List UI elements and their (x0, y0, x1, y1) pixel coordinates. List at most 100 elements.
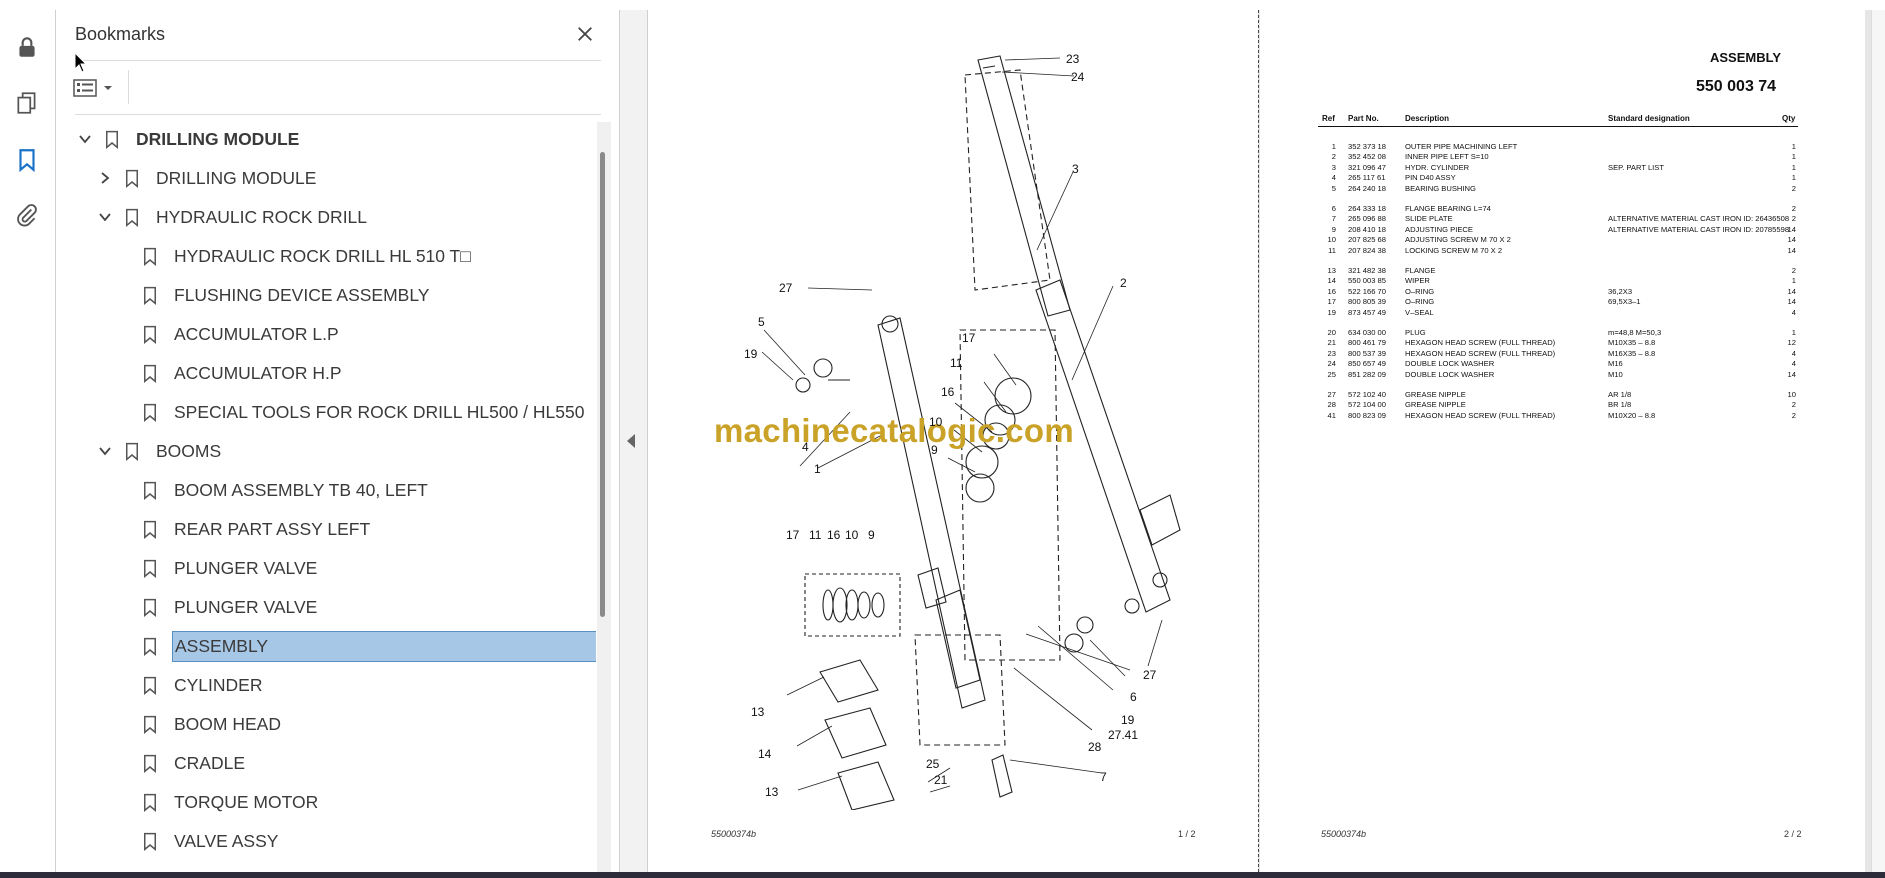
bookmark-label: VALVE ASSY (174, 830, 279, 851)
cell-std: ALTERNATIVE MATERIAL CAST IRON ID: 26436… (1608, 214, 1790, 224)
cell-part: 208 410 18 (1348, 224, 1387, 234)
callout-number: 11 (809, 528, 822, 542)
cell-desc: HEXAGON HEAD SCREW (FULL THREAD) (1405, 348, 1556, 358)
callout-number: 13 (751, 705, 765, 719)
bookmark-item[interactable]: VALVE ASSY (140, 824, 280, 858)
bookmark-item[interactable]: ASSEMBLY (140, 629, 596, 663)
callout-number: 21 (934, 773, 948, 787)
document-scrollbar[interactable] (1871, 10, 1885, 872)
chevron-down-icon (104, 86, 112, 90)
cell-ref: 10 (1327, 235, 1336, 245)
panel-splitter[interactable] (620, 10, 648, 872)
cell-ref: 5 (1331, 183, 1336, 193)
cell-part: 264 240 18 (1348, 183, 1387, 193)
cell-std: BR 1/8 (1608, 400, 1632, 410)
bookmark-item[interactable]: HYDRAULIC ROCK DRILL HL 510 T□ (140, 239, 473, 273)
cell-qty: 2 (1791, 400, 1796, 410)
bookmark-item[interactable]: CYLINDER (140, 668, 265, 702)
cell-desc: SLIDE PLATE (1405, 214, 1453, 224)
close-icon[interactable] (571, 20, 599, 48)
cell-qty: 2 (1791, 214, 1796, 224)
cell-qty: 12 (1787, 338, 1796, 348)
cell-part: 265 117 61 (1348, 173, 1386, 183)
callout-number: 24 (1071, 70, 1085, 84)
paperclip-icon[interactable] (10, 198, 44, 232)
cell-part: 800 461 79 (1348, 338, 1387, 348)
bookmark-item[interactable]: HYDRAULIC ROCK DRILL (94, 200, 369, 234)
callout-number: 16 (827, 528, 841, 542)
bookmark-item[interactable]: TORQUE MOTOR (140, 785, 320, 819)
cell-ref: 2 (1331, 152, 1336, 162)
bookmark-item[interactable]: SPECIAL TOOLS FOR ROCK DRILL HL500 / HL5… (140, 395, 586, 429)
collapse-panel-arrow-icon[interactable] (627, 434, 635, 448)
cell-part: 800 537 39 (1348, 348, 1387, 358)
col-header-qty: Qty (1782, 114, 1796, 123)
bookmark-item[interactable]: PLUNGER VALVE (140, 551, 319, 585)
cell-ref: 16 (1327, 286, 1336, 296)
bookmark-item[interactable]: BOOM HEAD (140, 707, 283, 741)
mouse-cursor-icon (74, 52, 88, 73)
bookmark-item[interactable]: BOOM ASSEMBLY TB 40, LEFT (140, 473, 430, 507)
cell-part: 352 452 08 (1348, 152, 1387, 162)
chevron-down-icon[interactable] (94, 440, 116, 462)
bookmark-item[interactable]: CRADLE (140, 746, 247, 780)
chevron-down-icon[interactable] (74, 128, 96, 150)
bookmark-item[interactable]: DRILLING MODULE (94, 161, 318, 195)
cell-part: 321 096 47 (1348, 162, 1387, 172)
bookmark-item[interactable]: FLUSHING DEVICE ASSEMBLY (140, 278, 431, 312)
cell-qty: 14 (1787, 297, 1796, 307)
callout-number: 5 (758, 315, 765, 329)
cell-desc: PIN D40 ASSY (1405, 173, 1456, 183)
divider (75, 60, 601, 61)
chevron-down-icon[interactable] (94, 206, 116, 228)
cell-qty: 14 (1787, 245, 1796, 255)
bookmark-scrollbar-thumb[interactable] (600, 152, 605, 617)
page-2 (1260, 10, 1865, 872)
bookmark-label: TORQUE MOTOR (174, 791, 319, 812)
bookmark-item[interactable]: DRILLING MODULE (74, 122, 301, 156)
document-view (648, 10, 1885, 872)
bookmark-item[interactable]: BOOMS (94, 434, 223, 468)
exploded-assembly-diagram (761, 55, 1181, 810)
cell-qty: 2 (1791, 410, 1796, 420)
cell-part: 800 823 09 (1348, 410, 1387, 420)
page1-number: 1 / 2 (1178, 829, 1196, 839)
cell-ref: 27 (1327, 390, 1336, 399)
bookmark-options-button[interactable] (73, 73, 121, 103)
bookmark-icon (122, 166, 142, 190)
bookmark-label: ACCUMULATOR H.P (174, 362, 342, 383)
cell-desc: GREASE NIPPLE (1405, 400, 1466, 410)
bookmark-item[interactable]: REAR PART ASSY LEFT (140, 512, 372, 546)
divider (128, 70, 129, 104)
callout-number: 2 (1120, 276, 1127, 290)
callout-number: 27 (1143, 668, 1157, 682)
cell-desc: ADJUSTING PIECE (1405, 224, 1473, 234)
bookmark-label: SPECIAL TOOLS FOR ROCK DRILL HL500 / HL5… (174, 401, 585, 422)
callout-number: 10 (929, 415, 943, 429)
lock-icon[interactable] (10, 30, 44, 64)
cell-desc: HEXAGON HEAD SCREW (FULL THREAD) (1405, 338, 1556, 348)
bookmark-item[interactable]: ACCUMULATOR L.P (140, 317, 341, 351)
cell-ref: 11 (1328, 245, 1336, 255)
cell-qty: 1 (1791, 162, 1796, 172)
cell-ref: 20 (1327, 328, 1336, 337)
cell-part: 851 282 09 (1348, 369, 1387, 379)
assembly-number: 550 003 74 (1696, 78, 1777, 95)
divider (75, 114, 601, 115)
cell-desc: WIPER (1405, 276, 1430, 286)
cell-qty: 1 (1791, 152, 1796, 162)
chevron-right-icon[interactable] (94, 167, 116, 189)
bookmark-icon[interactable] (10, 143, 44, 177)
panel-title: Bookmarks (75, 24, 166, 44)
bookmark-item[interactable]: ACCUMULATOR H.P (140, 356, 344, 390)
bookmark-icon (140, 517, 160, 541)
cell-std: SEP. PART LIST (1608, 162, 1664, 172)
pages-icon[interactable] (10, 86, 44, 120)
watermark: machinecatalogic.com (714, 412, 1074, 449)
bookmark-label: CYLINDER (174, 674, 263, 695)
bookmark-item[interactable]: PLUNGER VALVE (140, 590, 319, 624)
